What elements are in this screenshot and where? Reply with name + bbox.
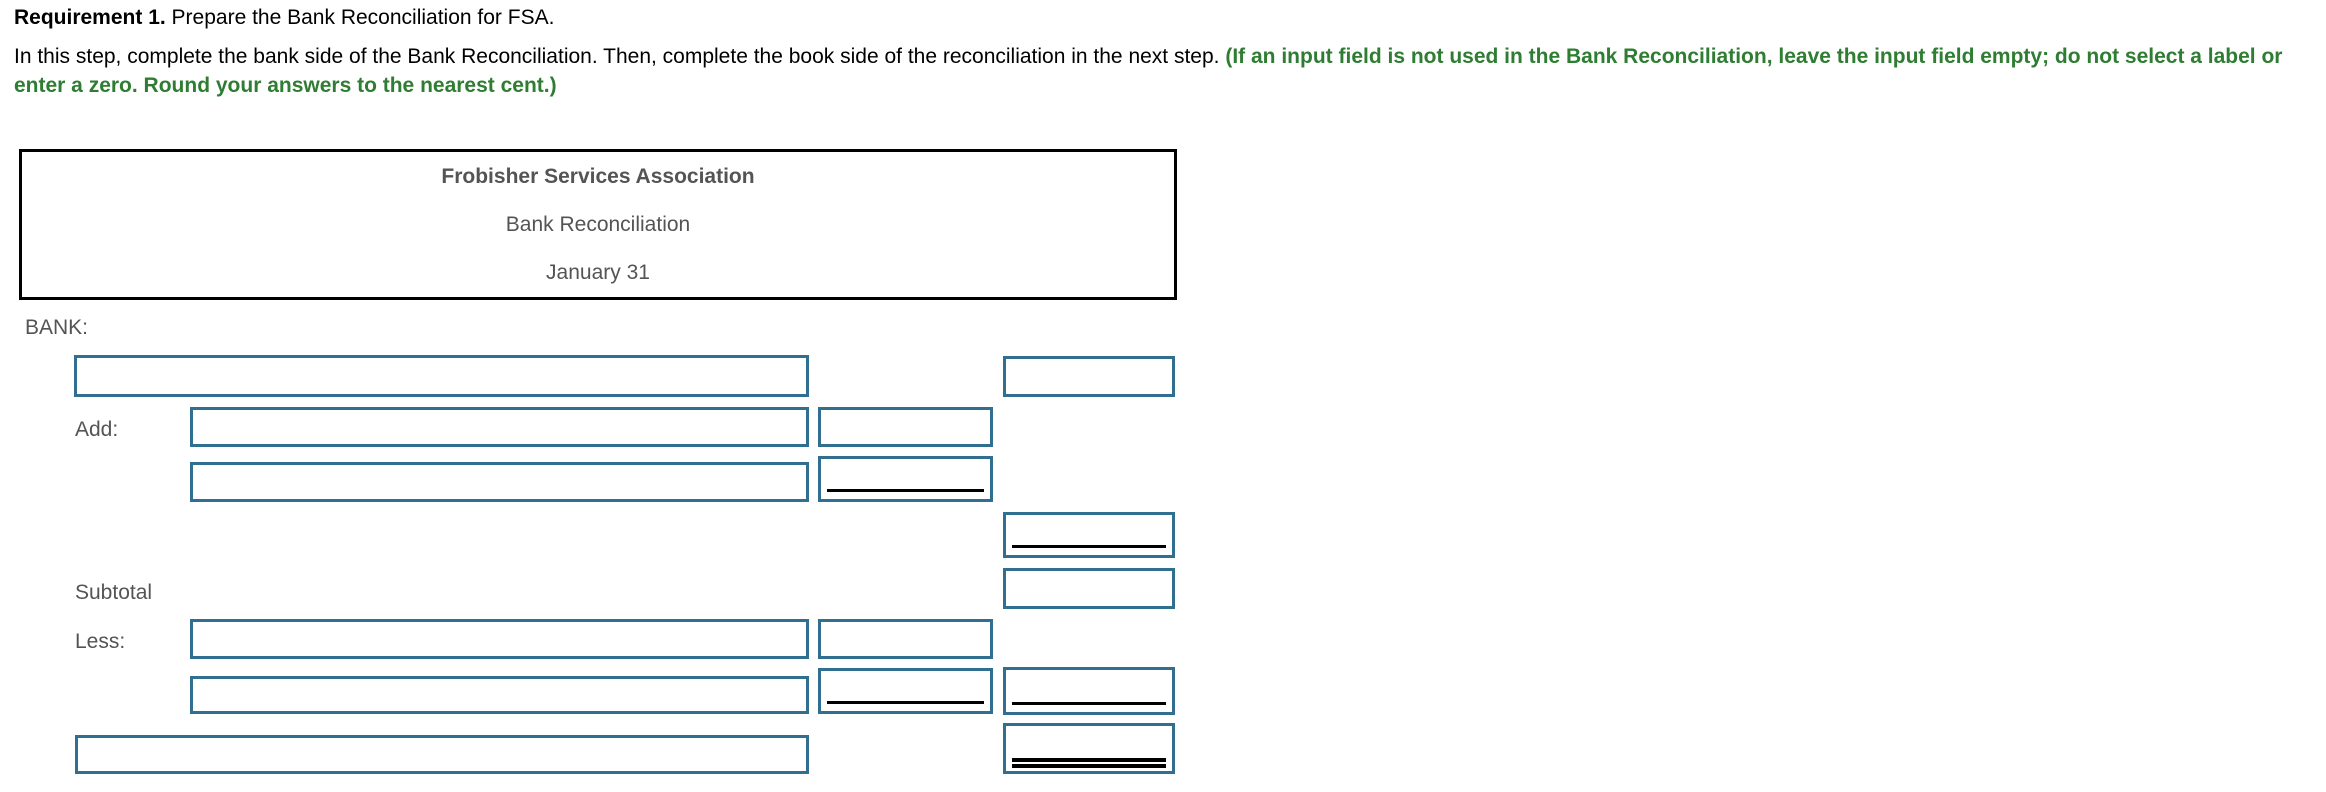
adjusted-balance-label-field[interactable]	[75, 735, 809, 774]
less-item-1-amount-input[interactable]	[821, 622, 990, 656]
less-total-amount-input[interactable]	[1006, 670, 1172, 712]
subtotal-amount-input[interactable]	[1006, 571, 1172, 606]
less-item-2-amount-input[interactable]	[821, 671, 990, 711]
instructions: In this step, complete the bank side of …	[14, 42, 2314, 100]
add-item-1-amount-input[interactable]	[821, 410, 990, 444]
add-item-1-label-input[interactable]	[193, 410, 806, 444]
instructions-emphasis: (If an input field is not used in the Ba…	[14, 45, 2283, 97]
less-item-1-label-input[interactable]	[193, 622, 806, 656]
add-item-1-amount-field[interactable]	[818, 407, 993, 447]
statement-header: Frobisher Services Association Bank Reco…	[19, 149, 1177, 300]
less-label: Less:	[75, 630, 126, 653]
add-item-2-label-field[interactable]	[190, 462, 809, 502]
add-item-2-label-input[interactable]	[193, 465, 806, 499]
add-label: Add:	[75, 418, 119, 441]
statement-date: January 31	[546, 260, 650, 284]
requirement-heading: Requirement 1. Prepare the Bank Reconcil…	[14, 5, 554, 31]
adjusted-balance-amount-field[interactable]	[1003, 723, 1175, 774]
add-total-amount-field[interactable]	[1003, 512, 1175, 558]
less-total-amount-field[interactable]	[1003, 667, 1175, 715]
bank-balance-label-field[interactable]	[74, 355, 809, 397]
add-total-amount-input[interactable]	[1006, 515, 1172, 555]
less-item-2-label-field[interactable]	[190, 676, 809, 714]
add-item-2-amount-input[interactable]	[821, 459, 990, 499]
bank-balance-label-input[interactable]	[77, 358, 806, 394]
adjusted-balance-label-input[interactable]	[78, 738, 806, 771]
add-item-1-label-field[interactable]	[190, 407, 809, 447]
requirement-label: Requirement 1.	[14, 6, 166, 29]
company-name: Frobisher Services Association	[441, 164, 755, 188]
bank-section-label: BANK:	[25, 316, 89, 339]
less-item-2-amount-field[interactable]	[818, 668, 993, 714]
bank-balance-amount-field[interactable]	[1003, 356, 1175, 397]
less-item-1-label-field[interactable]	[190, 619, 809, 659]
add-item-2-amount-field[interactable]	[818, 456, 993, 502]
less-item-1-amount-field[interactable]	[818, 619, 993, 659]
subtotal-amount-field[interactable]	[1003, 568, 1175, 609]
instructions-normal: In this step, complete the bank side of …	[14, 45, 1226, 68]
requirement-text: Prepare the Bank Reconciliation for FSA.	[165, 6, 555, 29]
bank-balance-amount-input[interactable]	[1006, 359, 1172, 394]
subtotal-label: Subtotal	[75, 581, 153, 604]
adjusted-balance-amount-input[interactable]	[1006, 726, 1172, 771]
less-item-2-label-input[interactable]	[193, 679, 806, 711]
statement-title: Bank Reconciliation	[505, 212, 691, 236]
